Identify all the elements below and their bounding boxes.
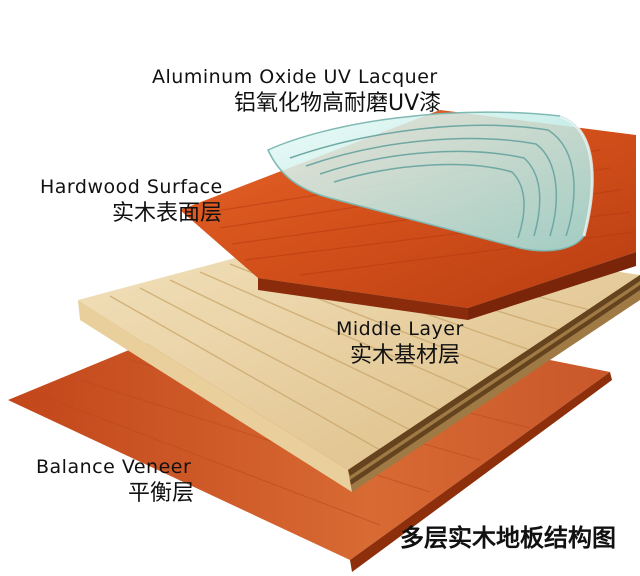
middle-layer-label-en: Middle Layer <box>336 318 464 340</box>
lacquer-label: Aluminum Oxide UV Lacquer 铝氧化物高耐磨UV漆 <box>152 68 441 115</box>
middle-layer-label: Middle Layer 实木基材层 <box>336 320 464 367</box>
middle-layer-label-zh: 实木基材层 <box>350 343 461 368</box>
balance-veneer-label-en: Balance Veneer <box>36 456 192 478</box>
hardwood-surface-label-en: Hardwood Surface <box>40 176 223 198</box>
lacquer-label-zh: 铝氧化物高耐磨UV漆 <box>234 91 442 116</box>
balance-veneer-label-zh: 平衡层 <box>128 481 195 506</box>
uv-lacquer-layer <box>267 111 594 252</box>
hardwood-surface-label-zh: 实木表面层 <box>112 201 223 226</box>
hardwood-surface-label: Hardwood Surface 实木表面层 <box>40 178 223 225</box>
lacquer-label-en: Aluminum Oxide UV Lacquer <box>152 66 438 88</box>
balance-veneer-label: Balance Veneer 平衡层 <box>36 458 194 505</box>
diagram-caption: 多层实木地板结构图 <box>400 524 616 552</box>
